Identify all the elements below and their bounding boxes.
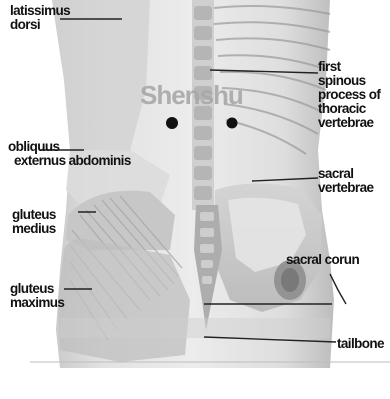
acupoint-title: Shenshu	[140, 80, 243, 111]
label-sacral-vertebrae: sacral vertebrae	[318, 167, 373, 195]
label-sacral-corun: sacral corun	[286, 253, 359, 267]
acupoint-left-dot	[166, 117, 178, 129]
label-line: gluteus	[12, 208, 56, 222]
label-tailbone: tailbone	[337, 337, 384, 351]
label-line: vertebrae	[318, 181, 373, 195]
gluteus-maximus-muscle	[58, 239, 190, 362]
watermark-band	[60, 318, 330, 338]
label-line: vertebrae	[318, 116, 380, 130]
label-line: spinous	[318, 74, 380, 88]
label-line: sacral	[318, 167, 373, 181]
label-first-spinous-process: first spinous process of thoracic verteb…	[318, 60, 380, 130]
label-gluteus-maximus: gluteus maximus	[10, 282, 64, 310]
label-line: tailbone	[337, 337, 384, 351]
label-line: latissimus	[10, 4, 70, 18]
label-gluteus-medius: gluteus medius	[12, 208, 56, 236]
label-line: thoracic	[318, 102, 380, 116]
label-line: medius	[12, 222, 56, 236]
acupoint-right-dot	[227, 118, 238, 129]
label-line: process of	[318, 88, 380, 102]
label-obliquus-externus-abdominis: obliquus externus abdominis	[8, 140, 131, 168]
label-latissimus-dorsi: latissimus dorsi	[10, 4, 70, 32]
label-line: gluteus	[10, 282, 64, 296]
label-line: obliquus	[8, 140, 131, 154]
label-line: maximus	[10, 296, 64, 310]
label-line: sacral corun	[286, 253, 359, 267]
label-line: dorsi	[10, 18, 70, 32]
label-line: first	[318, 60, 380, 74]
label-line: externus abdominis	[14, 154, 131, 168]
